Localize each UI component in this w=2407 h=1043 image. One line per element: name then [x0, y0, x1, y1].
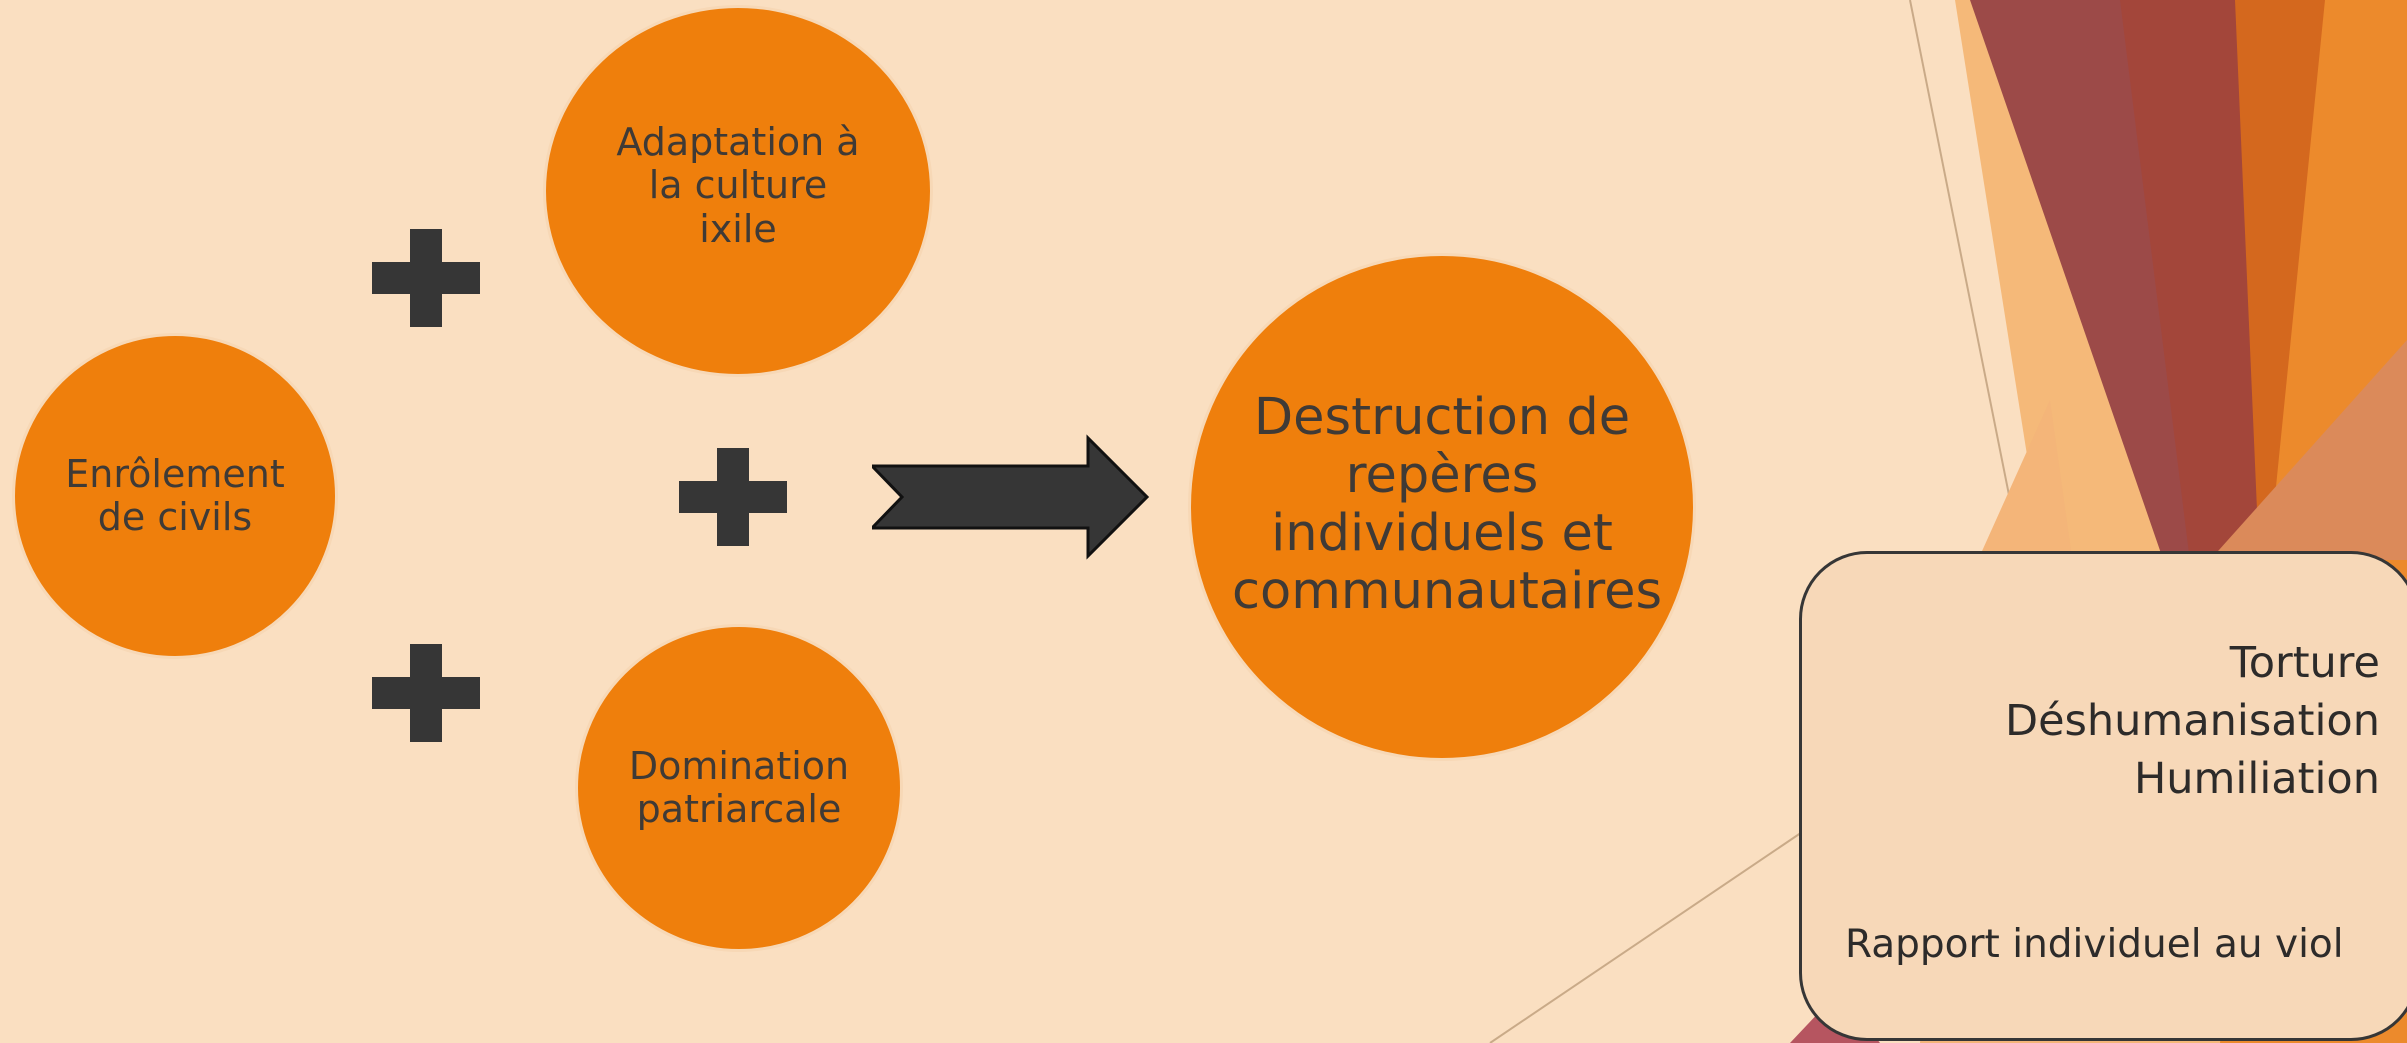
node-adaptation-label: Adaptation à la culture ixile: [616, 120, 860, 251]
callout-term: Déshumanisation: [2004, 696, 2380, 746]
decor-line-bottom: [1489, 819, 1821, 1043]
right-arrow-icon: [872, 434, 1150, 560]
plus-icon: [372, 644, 480, 742]
callout-footer: Rapport individuel au viol: [1845, 922, 2344, 967]
plus-icon: [679, 448, 787, 546]
node-domination: Domination patriarcale: [575, 624, 903, 952]
node-enrolement-label: Enrôlement de civils: [65, 451, 285, 539]
node-destruction-label: Destruction de repères individuels et co…: [1232, 387, 1663, 622]
callout-terms: Torture Déshumanisation Humiliation: [2005, 634, 2380, 808]
callout-term: Torture: [2229, 638, 2380, 688]
node-domination-label: Domination patriarcale: [628, 743, 850, 831]
callout-box: Torture Déshumanisation Humiliation Rapp…: [1799, 551, 2407, 1041]
node-enrolement: Enrôlement de civils: [12, 333, 338, 659]
callout-term: Humiliation: [2133, 754, 2380, 804]
node-adaptation: Adaptation à la culture ixile: [543, 5, 933, 377]
plus-icon: [372, 229, 480, 327]
node-destruction: Destruction de repères individuels et co…: [1188, 253, 1696, 761]
decor-shape: [2210, 340, 2407, 560]
